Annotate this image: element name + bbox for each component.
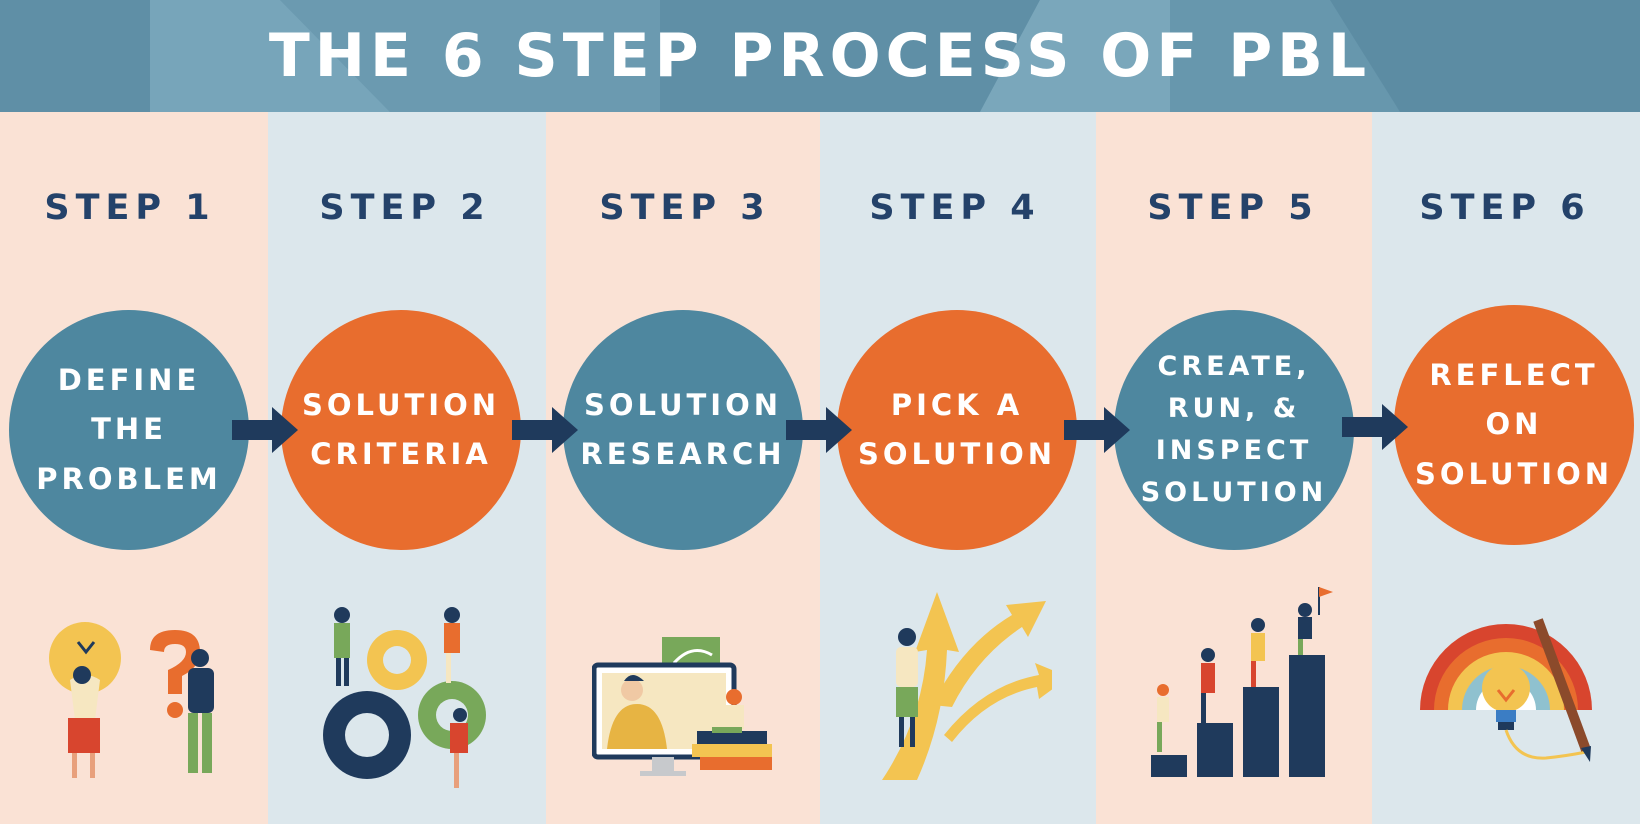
step-label-1: STEP 1 — [44, 188, 216, 228]
step-text-2: SOLUTION CRITERIA — [301, 387, 501, 471]
step-circle-6: REFLECT ON SOLUTION — [1394, 305, 1634, 545]
idea-question-icon — [49, 622, 214, 778]
arrow-icon — [1342, 404, 1408, 450]
step-label-6: STEP 6 — [1419, 188, 1591, 228]
arrow-icon — [1064, 407, 1130, 453]
crossroads-arrows-icon — [882, 592, 1052, 780]
step-circle-2: SOLUTION CRITERIA — [281, 310, 521, 550]
step-text-6: REFLECT ON SOLUTION — [1414, 358, 1614, 491]
gears-team-icon — [323, 607, 486, 788]
page-title: THE 6 STEP PROCESS OF PBL — [268, 21, 1372, 91]
arrow-icon — [786, 407, 852, 453]
arrow-icon — [512, 407, 578, 453]
step-text-1: DEFINE THE PROBLEM — [36, 363, 222, 496]
step-text-5: CREATE, RUN, & INSPECT SOLUTION — [1140, 351, 1328, 508]
header-pattern — [0, 0, 1640, 112]
step-label-3: STEP 3 — [599, 188, 771, 228]
step-circle-5: CREATE, RUN, & INSPECT SOLUTION — [1114, 310, 1354, 550]
step-label-4: STEP 4 — [869, 188, 1041, 228]
step-label-2: STEP 2 — [319, 188, 491, 228]
rainbow-lightbulb-icon — [1420, 618, 1592, 762]
arrow-icon — [232, 407, 298, 453]
step-text-4: PICK A SOLUTION — [857, 387, 1057, 471]
step-text-3: SOLUTION RESEARCH — [580, 387, 786, 471]
step-circle-1: DEFINE THE PROBLEM — [9, 310, 249, 550]
climbing-steps-icon — [1151, 587, 1333, 777]
step-circle-3: SOLUTION RESEARCH — [563, 310, 803, 550]
computer-research-icon — [592, 637, 772, 776]
header-banner: THE 6 STEP PROCESS OF PBL — [0, 0, 1640, 112]
step-label-5: STEP 5 — [1147, 188, 1319, 228]
step-circle-4: PICK A SOLUTION — [837, 310, 1077, 550]
